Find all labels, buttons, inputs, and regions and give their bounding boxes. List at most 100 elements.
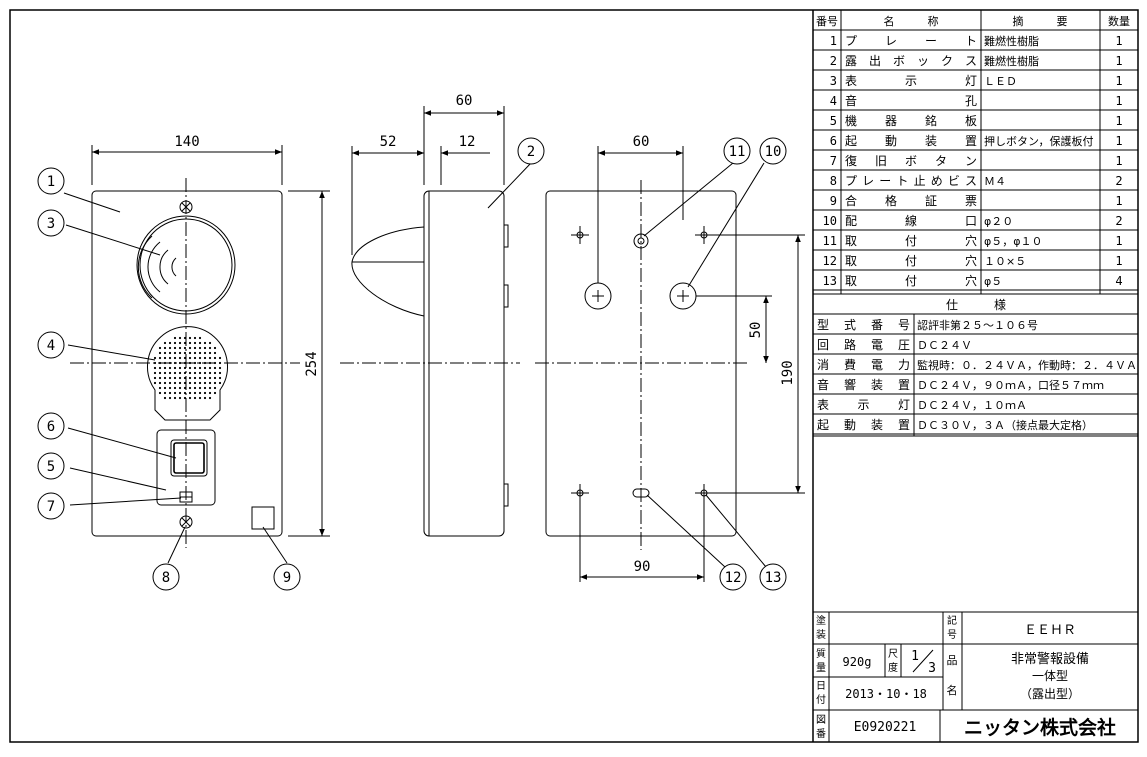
drawing-no-value: E0920221 [854, 720, 917, 735]
back-view [535, 146, 805, 582]
sheet-border [9, 9, 1139, 743]
spec-label: 表 示 灯 [817, 398, 910, 412]
parts-qty: 1 [1115, 254, 1122, 268]
front-view [70, 145, 330, 548]
callout-2 [517, 137, 545, 165]
callout-6 [37, 412, 65, 440]
parts-name: 表 示 灯 [845, 74, 977, 88]
parts-no: 7 [830, 154, 837, 168]
spec-value: 認評非第２５～１０６号 [917, 318, 1038, 332]
callout-11 [723, 137, 751, 165]
parts-spec: ＬＥＤ [984, 75, 1017, 88]
date-label: 日 [816, 681, 826, 692]
svg-text:名: 名 [947, 683, 958, 697]
mass-value: 920g [843, 655, 872, 669]
callout-label: 3 [47, 216, 55, 232]
side-view [340, 106, 520, 537]
indicator-lamp-icon [136, 215, 236, 315]
callout-7 [37, 492, 65, 520]
slot-mount-icon [632, 488, 650, 498]
callout-label: 2 [527, 144, 535, 160]
keyhole-mount-icon [633, 233, 649, 249]
callout-9 [273, 563, 301, 591]
dim-side-depth: 60 [456, 93, 473, 109]
parts-name: 合 格 証 票 [845, 193, 977, 208]
symbol-value: ＥＥＨＲ [1024, 623, 1076, 638]
callout-8 [152, 563, 180, 591]
parts-name: プ レ ー ト [845, 34, 977, 48]
callout-12 [719, 563, 747, 591]
parts-no: 5 [830, 114, 837, 128]
callout-label: 9 [283, 570, 291, 586]
parts-qty: 1 [1115, 194, 1122, 208]
company-name: ニッタン株式会社 [964, 716, 1116, 739]
callout-label: 4 [47, 338, 55, 354]
top-screw-icon [179, 200, 193, 214]
parts-header: 摘 要 [1013, 14, 1068, 28]
parts-name: プレート止めビス [845, 174, 977, 188]
parts-spec: １０×５ [984, 255, 1026, 268]
parts-qty: 2 [1115, 214, 1122, 228]
spec-label: 消 費 電 力 [817, 357, 910, 372]
dim-back-v2: 190 [780, 360, 796, 385]
parts-name: 露 出 ボ ッ ク ス [845, 54, 977, 68]
parts-header: 数量 [1108, 15, 1130, 28]
parts-name: 取 付 穴 [845, 253, 977, 268]
product-line3: （露出型） [1020, 687, 1080, 701]
parts-qty: 1 [1115, 54, 1122, 68]
callout-label: 10 [765, 144, 782, 160]
product-line1: 非常警報設備 [1011, 651, 1089, 667]
parts-no: 3 [830, 74, 837, 88]
scale-label: 尺 [888, 648, 898, 660]
parts-no: 10 [823, 214, 837, 228]
parts-name: 起 動 装 置 [845, 134, 977, 148]
parts-no: 11 [823, 234, 837, 248]
callout-4 [37, 331, 65, 359]
spec-label: 音 響 装 置 [817, 377, 910, 392]
parts-qty: 1 [1115, 134, 1122, 148]
spec-label: 起 動 装 置 [817, 418, 910, 432]
symbol-label: 記 [947, 614, 957, 627]
dim-back-top: 60 [633, 134, 650, 150]
dim-front-width: 140 [174, 134, 199, 150]
callout-label: 6 [47, 419, 55, 435]
certificate-label-icon [251, 506, 275, 530]
parts-header: 番号 [816, 15, 838, 28]
callout-13 [759, 563, 787, 591]
spec-value: 監視時：０．２４ＶＡ，作動時：２．４ＶＡ [917, 358, 1137, 372]
spec-value: ＤＣ２４Ｖ，９０ｍＡ，口径５７ｍｍ [917, 379, 1104, 392]
parts-no: 8 [830, 174, 837, 188]
parts-qty: 2 [1115, 174, 1122, 188]
product-label: 品 [947, 654, 958, 667]
title-block [813, 611, 1138, 742]
parts-no: 2 [830, 54, 837, 68]
callout-5 [37, 452, 65, 480]
callout-label: 5 [47, 459, 55, 475]
spec-value: ＤＣ２４Ｖ [917, 339, 972, 352]
parts-spec: 難燃性樹脂 [984, 54, 1039, 68]
parts-qty: 4 [1115, 274, 1122, 288]
callout-1 [37, 167, 65, 195]
parts-no: 1 [830, 34, 837, 48]
dim-back-v1: 50 [748, 322, 764, 339]
svg-text:号: 号 [947, 629, 957, 641]
parts-spec: φ５，φ１０ [984, 235, 1043, 248]
parts-qty: 1 [1115, 234, 1122, 248]
svg-text:番: 番 [816, 728, 826, 740]
dim-front-height: 254 [304, 351, 320, 376]
date-value: 2013・10・18 [845, 687, 927, 701]
parts-name: 機 器 銘 板 [845, 113, 977, 128]
paint-label: 塗 [816, 614, 826, 627]
parts-name: 取 付 穴 [845, 273, 977, 288]
product-line2: 一体型 [1032, 669, 1068, 683]
parts-no: 4 [830, 94, 837, 108]
parts-name: 音 孔 [845, 93, 977, 108]
parts-name: 配 線 口 [845, 213, 977, 228]
parts-spec: φ５ [984, 275, 1002, 288]
scale-num: 1 [911, 649, 919, 664]
svg-text:付: 付 [816, 693, 826, 706]
parts-no: 12 [823, 254, 837, 268]
parts-qty: 1 [1115, 114, 1122, 128]
callout-label: 13 [765, 570, 782, 586]
